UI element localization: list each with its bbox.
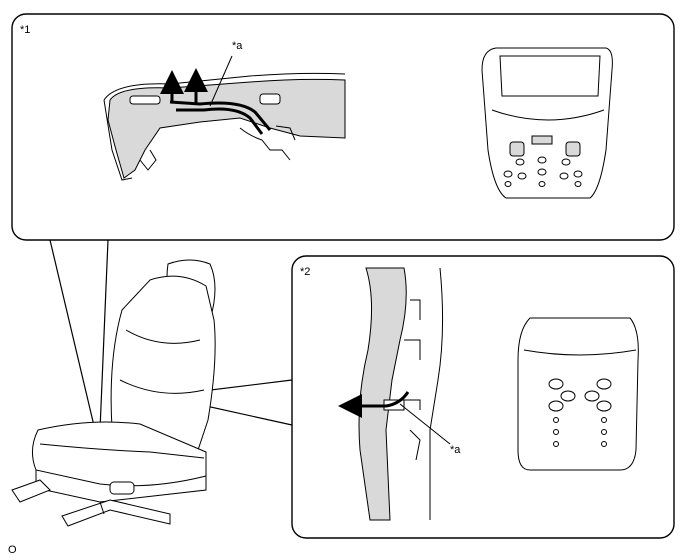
cushion-cross-section [103, 72, 346, 181]
seatback-rear-view [517, 317, 639, 471]
panel-2-label: *2 [300, 266, 311, 278]
panel-1-leader-lines [49, 239, 109, 431]
seat-illustration [11, 259, 216, 527]
panel-1-label: *1 [20, 24, 31, 36]
wire-harness-path [169, 100, 272, 135]
seatback-clip-dots [548, 378, 612, 447]
panel-2-callout-label: *a [450, 444, 461, 456]
panel-2-callout-leader [399, 403, 451, 445]
seatback-wire-path [338, 391, 410, 418]
cushion-clip-dots [503, 141, 583, 187]
cushion-top-view [481, 47, 613, 199]
panel-1-callout-leader [209, 55, 233, 107]
pull-arrows [160, 68, 208, 104]
panel-1-callout-label: *a [232, 40, 243, 52]
figure-code: O [8, 544, 17, 556]
